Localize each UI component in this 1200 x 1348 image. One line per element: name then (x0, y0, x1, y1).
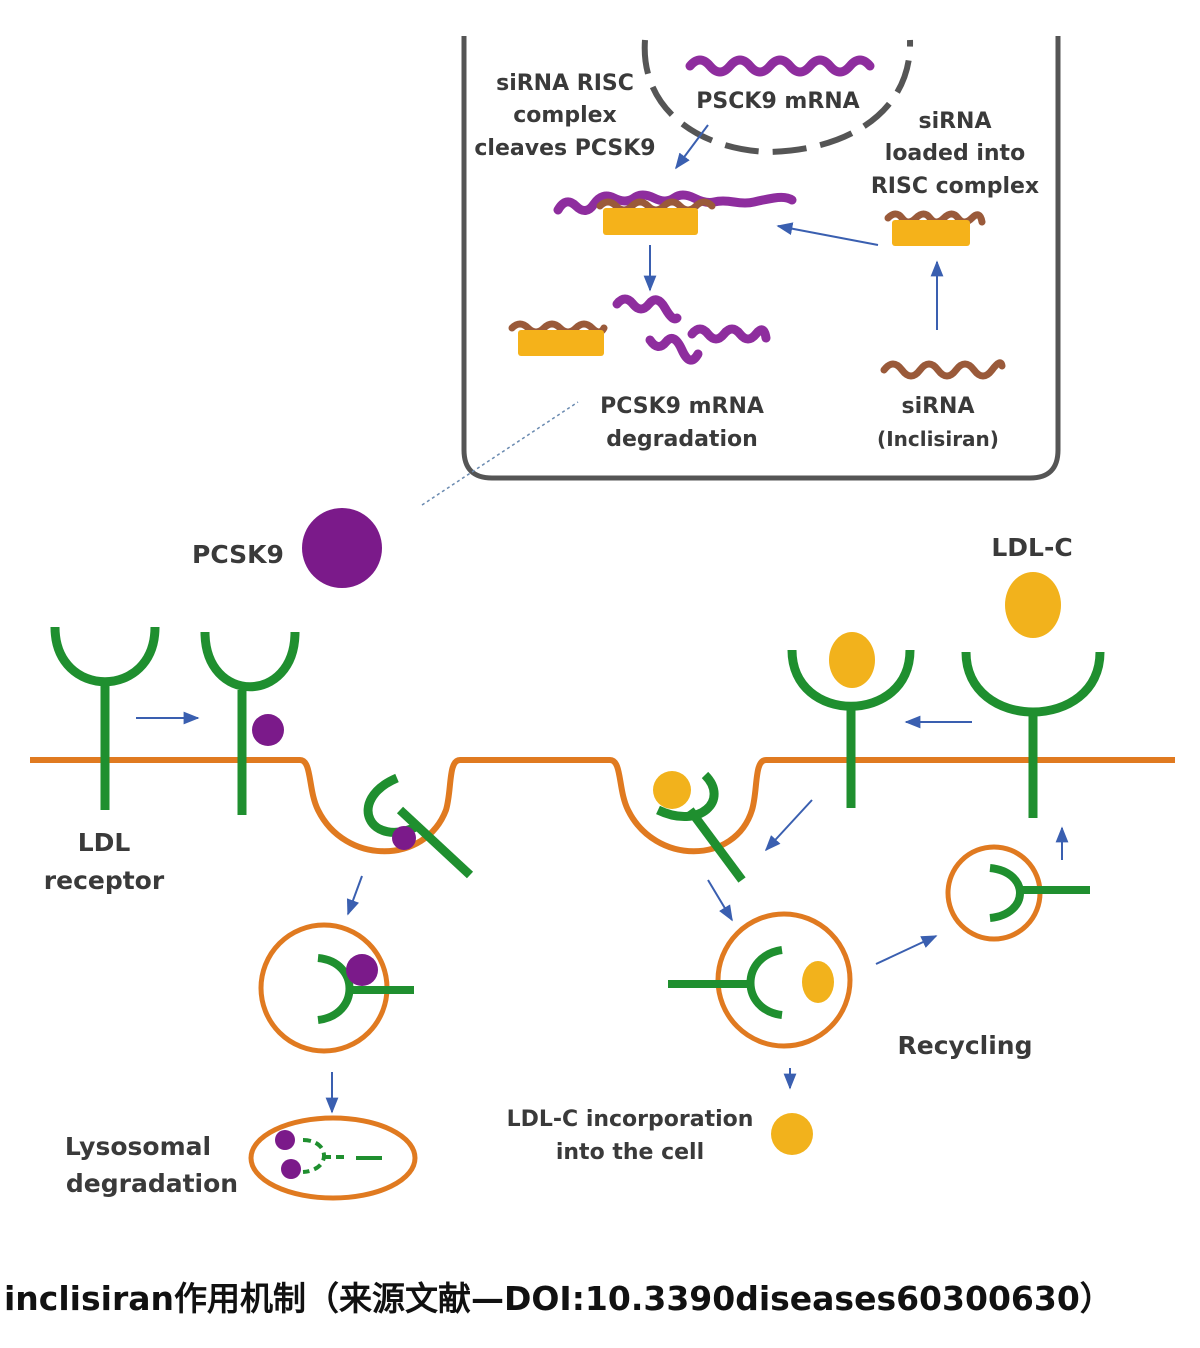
risc-cleaves-label-1: siRNA RISC (496, 71, 634, 96)
pcsk9-protein (302, 508, 382, 588)
loaded-label-1: siRNA (918, 109, 991, 134)
inset-connector-line (421, 401, 579, 506)
pcsk9-in-endosome (346, 954, 378, 986)
ldl-c-bound-receptor (829, 632, 875, 688)
risc-cleaves-label-2: complex (513, 103, 616, 128)
pcsk9-mrna-label: PSCK9 mRNA (696, 89, 859, 114)
risc-complex-bound (603, 208, 698, 235)
inset-frame (461, 36, 1061, 481)
cell-membrane (30, 757, 1175, 855)
risc-complex-free (518, 330, 604, 356)
lysosomal-label-2: degradation (66, 1169, 238, 1198)
receptor-in-endosome-ldl (668, 946, 783, 1019)
pcsk9-fragment-1 (275, 1130, 295, 1150)
arrow-mrna-to-risc (675, 124, 709, 170)
receptor-in-endosome-pcsk9 (317, 954, 414, 1024)
pcsk9-mrna-strand (685, 55, 875, 77)
ldl-c-particle-free (1005, 572, 1061, 638)
ldl-receptor-1 (50, 626, 160, 810)
arrow-pit1-to-endosome (346, 875, 363, 916)
loaded-label-3: RISC complex (871, 174, 1039, 199)
mrna-fragment-3 (687, 324, 771, 344)
degradation-label-1: PCSK9 mRNA (600, 394, 764, 419)
arrow-loaded-to-bound (776, 222, 879, 246)
lysosomal-label-1: Lysosomal (65, 1132, 211, 1161)
receptor-in-recycling-vesicle (989, 864, 1090, 922)
loaded-label-2: loaded into (885, 141, 1025, 166)
pcsk9-in-pit (392, 826, 416, 850)
lysosome (248, 1115, 418, 1201)
nucleus-dashed-arc (641, 39, 914, 156)
recycling-label: Recycling (898, 1031, 1033, 1060)
sirna-label-1: siRNA (901, 394, 974, 419)
ldl-c-in-pit (653, 771, 691, 809)
receptor-pit-2 (656, 771, 746, 883)
arrow-surface-to-pit2 (764, 799, 813, 852)
ldl-receptor-4 (961, 651, 1105, 818)
receptor-fragments (302, 1138, 348, 1174)
ldl-c-incorporated (771, 1113, 813, 1155)
pcsk9-fragment-2 (281, 1159, 301, 1179)
ldl-receptor-label-1: LDL (78, 828, 131, 857)
bound-mrna-strand (553, 190, 797, 215)
released-sirna-strand (508, 320, 608, 336)
incorporation-label-1: LDL-C incorporation (507, 1107, 754, 1132)
ldl-receptor-2 (200, 631, 300, 815)
incorporation-label-2: into the cell (556, 1140, 704, 1165)
arrow-endosome-to-recycling (875, 935, 938, 965)
ldl-c-label: LDL-C (991, 533, 1072, 562)
receptor-pit-1 (363, 773, 474, 879)
arrow-pit2-to-endosome (707, 879, 733, 922)
sirna-label-2: (Inclisiran) (877, 427, 999, 451)
pcsk9-bound-receptor (252, 714, 284, 746)
ldl-receptor-3 (787, 649, 915, 808)
degradation-label-2: degradation (606, 427, 758, 452)
risc-complex-loaded (892, 220, 970, 246)
pcsk9-label: PCSK9 (192, 540, 284, 569)
mrna-fragment-2 (645, 333, 703, 365)
mrna-fragment-1 (612, 294, 682, 324)
free-sirna-strand (880, 359, 1006, 380)
figure-caption: inclisiran作用机制（来源文献—DOI:10.3390diseases6… (4, 1279, 1113, 1318)
sirna-mechanism-inset: PSCK9 mRNA siRNA RISC complex cleaves PC… (461, 36, 1061, 481)
risc-cleaves-label-3: cleaves PCSK9 (474, 136, 655, 161)
ldl-c-in-endosome (802, 961, 834, 1003)
ldl-receptor-label-2: receptor (44, 866, 165, 895)
